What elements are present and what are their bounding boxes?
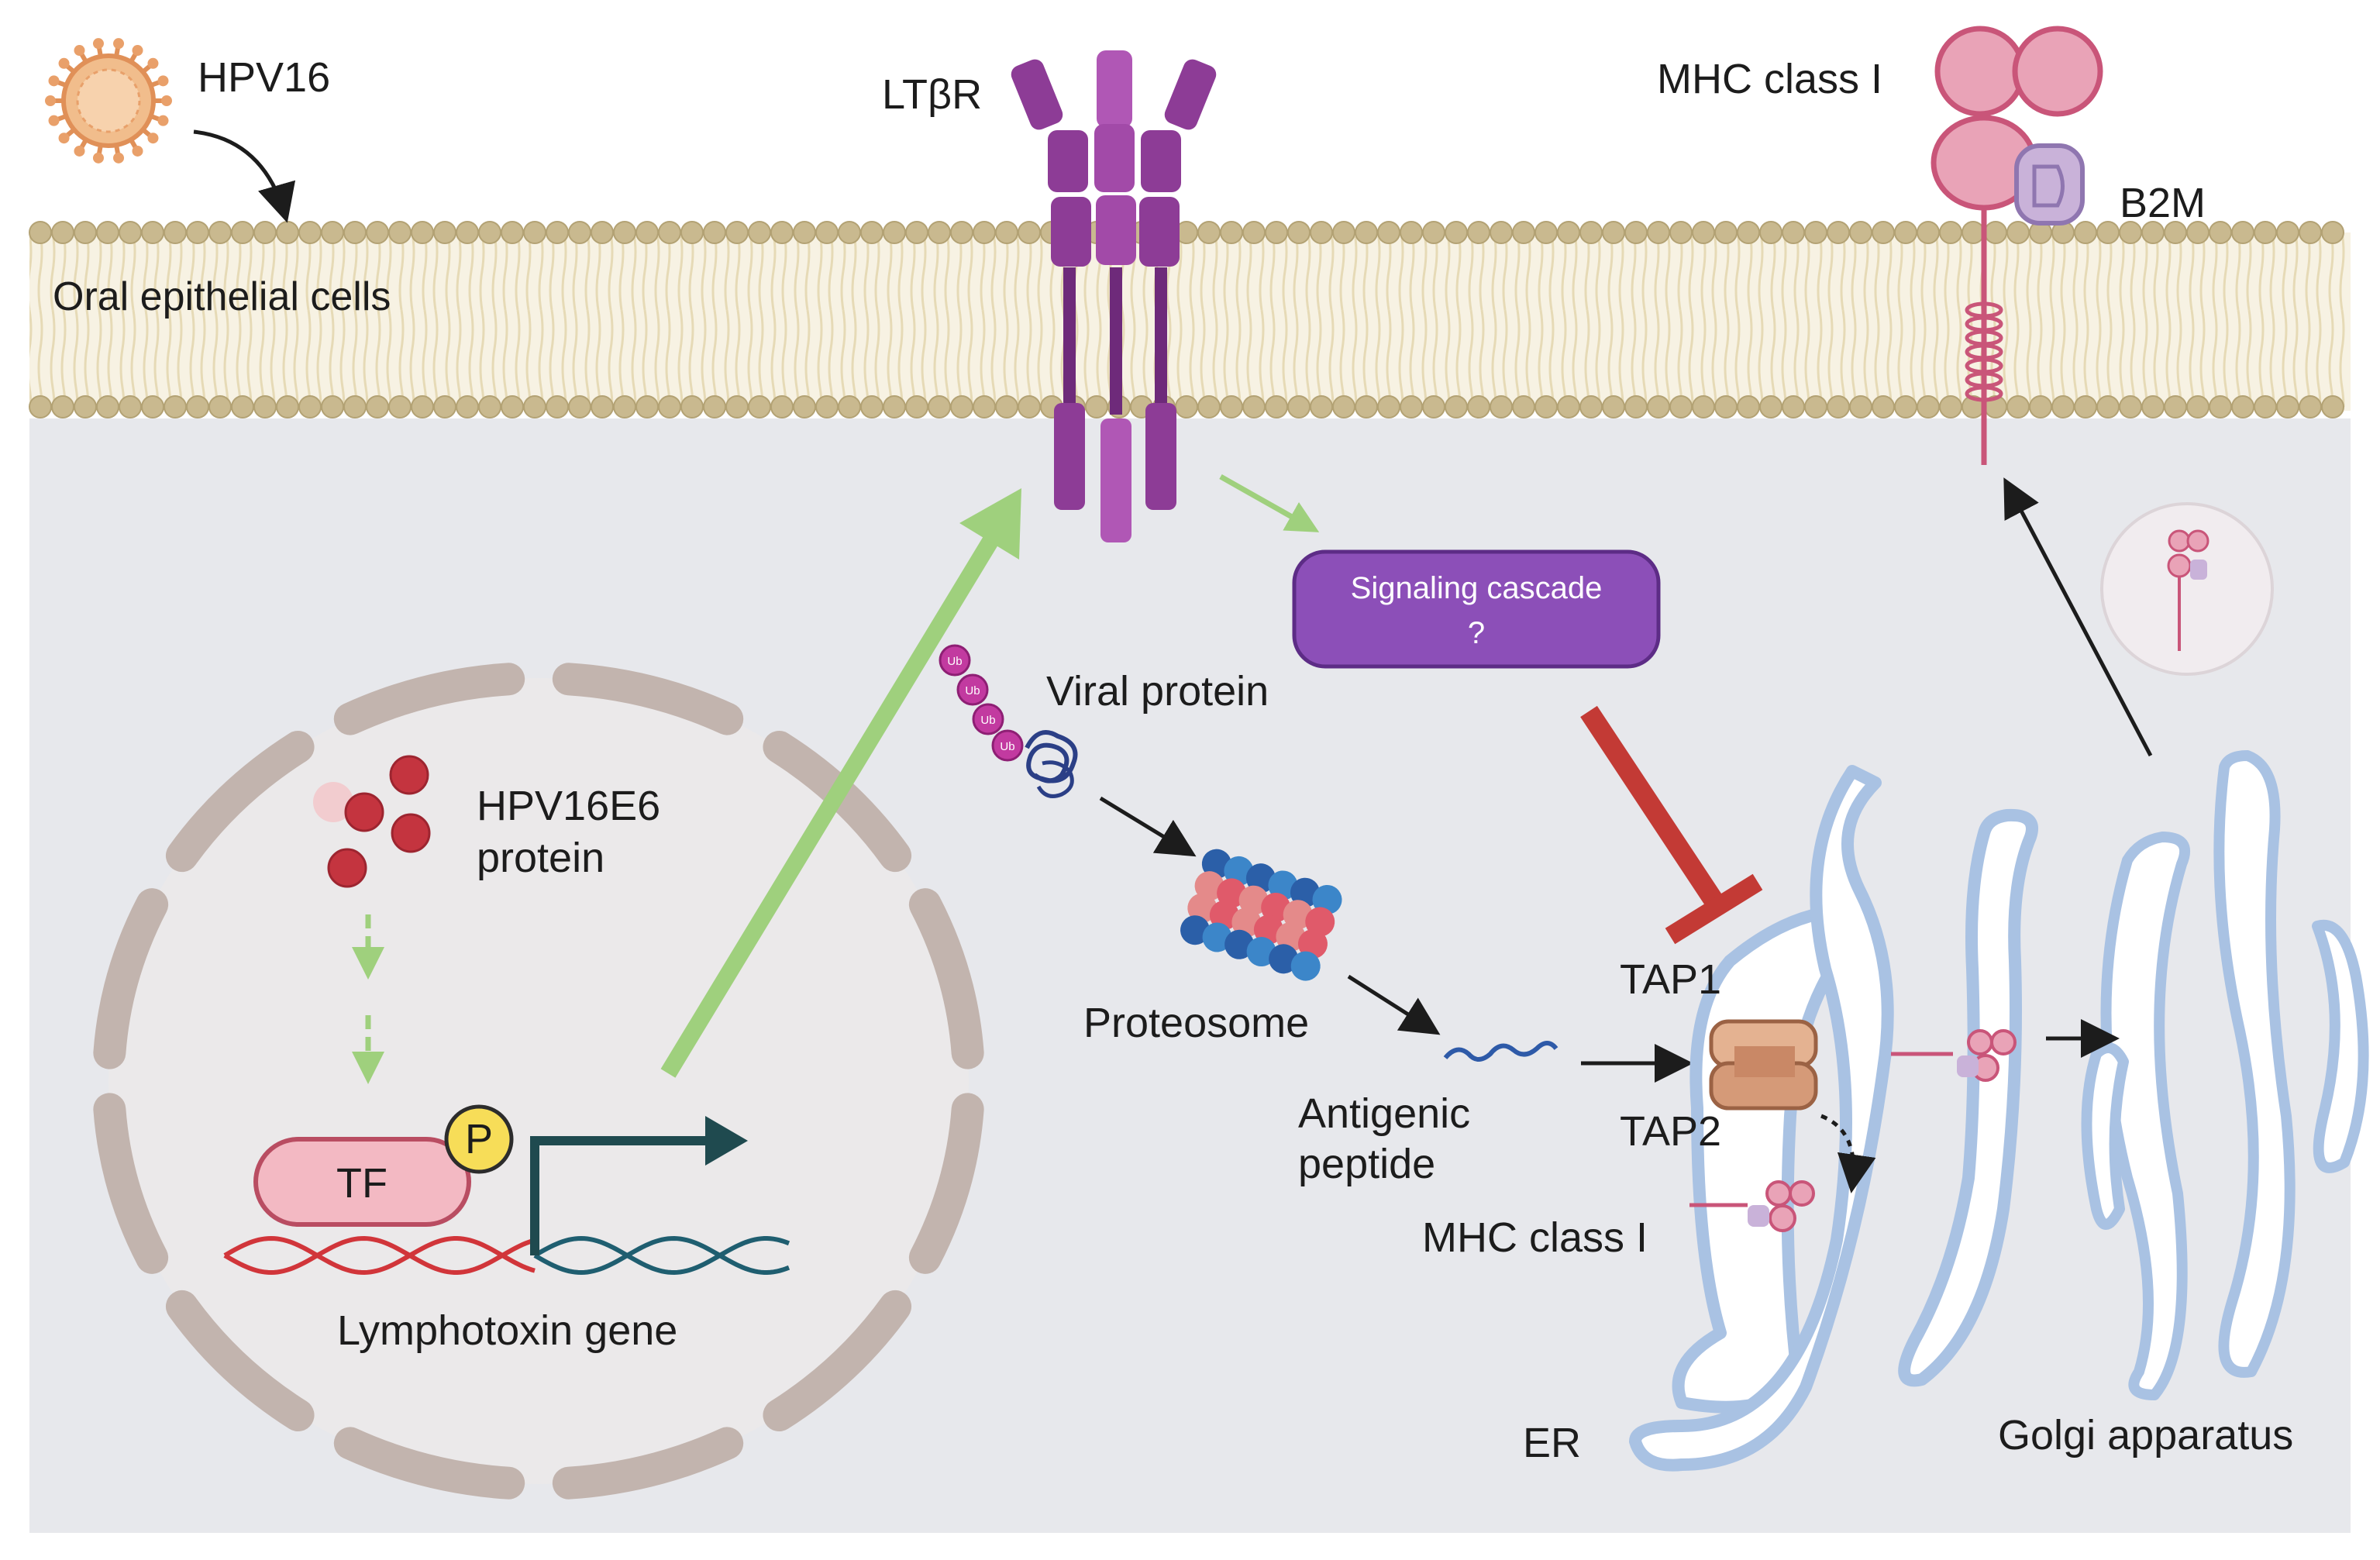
viral-protein-label: Viral protein (1046, 668, 1269, 715)
viral-to-proteosome-arrow (1099, 796, 1197, 857)
phosphate-group (444, 1104, 514, 1174)
nucleus (93, 663, 984, 1500)
ltbr-to-cascade-arrow (1219, 474, 1320, 532)
golgi-to-surface-arrow (2003, 477, 2153, 757)
oral-epithelial-cells-label: Oral epithelial cells (53, 274, 391, 319)
dna-double-helix (223, 1235, 790, 1276)
membrane-heads-bottom (29, 395, 2344, 418)
proteosome-icon (1180, 849, 1342, 981)
mhc-class-i-surface: MHC class I B2M (1657, 26, 2206, 465)
hpv16-label: HPV16 (198, 54, 330, 101)
signaling-cascade-box (1292, 549, 1661, 669)
inhibition-line (1580, 705, 1729, 917)
transcription-start-arrow (530, 1136, 713, 1255)
virus-entry-arrow (193, 129, 296, 223)
mhc-in-transit-icon (1891, 1029, 2017, 1082)
antigenic-peptide-icon (1443, 1041, 1559, 1062)
hpv16e6-label-line1: HPV16E6 (477, 783, 660, 829)
tap-transporter (1709, 1019, 1818, 1111)
ltbr-label: LTβR (882, 71, 982, 118)
signaling-cascade-label: Signaling cascade (1351, 571, 1603, 605)
phospho-label: P (465, 1116, 493, 1162)
lymphotoxin-gene-label: Lymphotoxin gene (337, 1307, 677, 1354)
tf-label: TF (336, 1160, 387, 1207)
er-label: ER (1523, 1420, 1581, 1466)
transport-vesicle (2100, 502, 2274, 676)
membrane-heads-top (29, 221, 2344, 244)
proteosome-to-peptide-arrow (1347, 974, 1441, 1035)
golgi-apparatus (2081, 750, 2369, 1400)
mhc-class-i-er-label: MHC class I (1422, 1214, 1648, 1261)
signaling-unknown-label: ? (1468, 616, 1485, 650)
lymphotoxin-to-ltbr-arrow (660, 534, 1000, 1078)
mhc-class-i-top-label: MHC class I (1657, 56, 1882, 102)
antigenic-peptide-label-line1: Antigenic (1298, 1090, 1470, 1137)
hpv16-virus-icon (45, 38, 172, 164)
tap2-label: TAP2 (1620, 1108, 1721, 1155)
plasma-membrane (29, 221, 2351, 418)
b2m-label: B2M (2120, 180, 2206, 226)
svg-text:Ub: Ub (1000, 740, 1014, 753)
mhc-in-er-icon (1689, 1180, 1815, 1232)
peptide-loading-arrow (1820, 1114, 1876, 1193)
transcription-factor (253, 1137, 471, 1227)
hpv16e6-label-line2: protein (477, 835, 604, 881)
lymphotoxin-arrowhead (959, 488, 1021, 560)
antigenic-peptide-label-line2: peptide (1298, 1141, 1435, 1187)
svg-text:Ub: Ub (965, 684, 980, 697)
svg-text:Ub: Ub (947, 655, 962, 668)
ltbr-receptor: LTβR (882, 50, 1217, 542)
tap1-label: TAP1 (1620, 956, 1721, 1003)
inhibition-bar (1665, 873, 1763, 945)
transcription-arrowhead (705, 1116, 748, 1166)
hpv16e6-protein-dots (313, 755, 431, 888)
proteosome-label: Proteosome (1083, 1000, 1309, 1046)
svg-text:Ub: Ub (980, 714, 995, 727)
golgi-label: Golgi apparatus (1998, 1412, 2293, 1458)
